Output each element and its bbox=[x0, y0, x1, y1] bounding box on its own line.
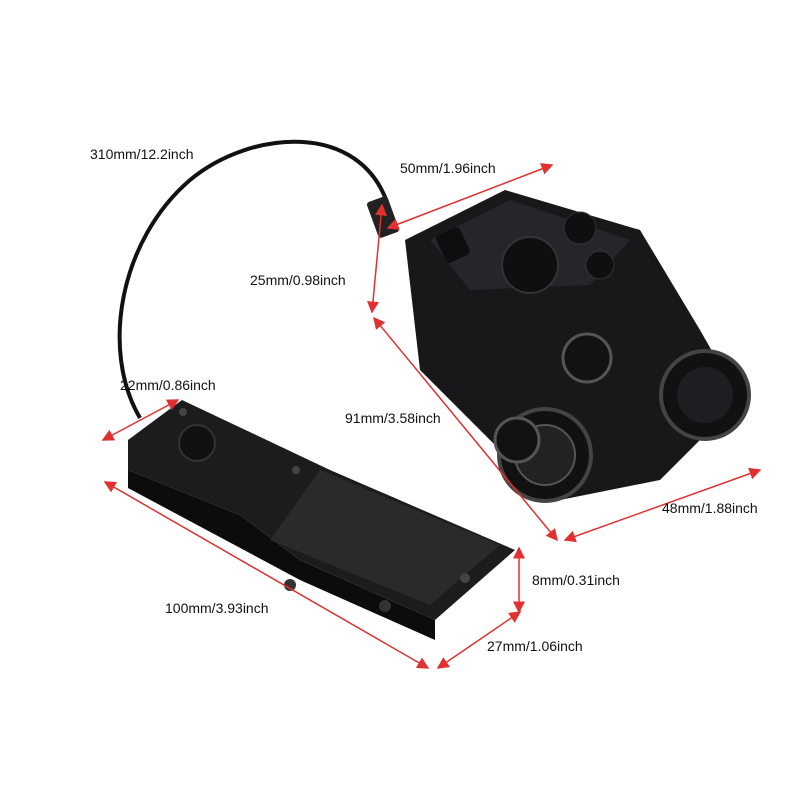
label-remote-width: 22mm/0.86inch bbox=[120, 377, 216, 393]
dimension-arrows bbox=[101, 163, 762, 669]
label-remote-length: 100mm/3.93inch bbox=[165, 600, 269, 616]
label-unit-width: 50mm/1.96inch bbox=[400, 160, 496, 176]
adjust-knob bbox=[561, 332, 613, 384]
arrow-48mm bbox=[563, 467, 762, 543]
label-unit-depth: 48mm/1.88inch bbox=[662, 500, 758, 516]
arrow-100mm bbox=[103, 481, 430, 669]
arrow-50mm bbox=[386, 163, 554, 230]
label-cable-length: 310mm/12.2inch bbox=[90, 146, 194, 162]
arrow-25mm bbox=[367, 203, 387, 314]
arrow-27mm bbox=[436, 611, 522, 669]
arrow-22mm bbox=[101, 399, 180, 441]
remote-knob bbox=[178, 424, 216, 462]
cable-connector bbox=[367, 196, 399, 238]
laser-unit bbox=[405, 190, 751, 503]
cable bbox=[117, 139, 390, 420]
label-unit-length: 91mm/3.58inch bbox=[345, 410, 441, 426]
arrow-91mm bbox=[373, 316, 558, 542]
label-mount-width: 27mm/1.06inch bbox=[487, 638, 583, 654]
label-remote-thickness: 8mm/0.31inch bbox=[532, 572, 620, 588]
label-unit-height: 25mm/0.98inch bbox=[250, 272, 346, 288]
